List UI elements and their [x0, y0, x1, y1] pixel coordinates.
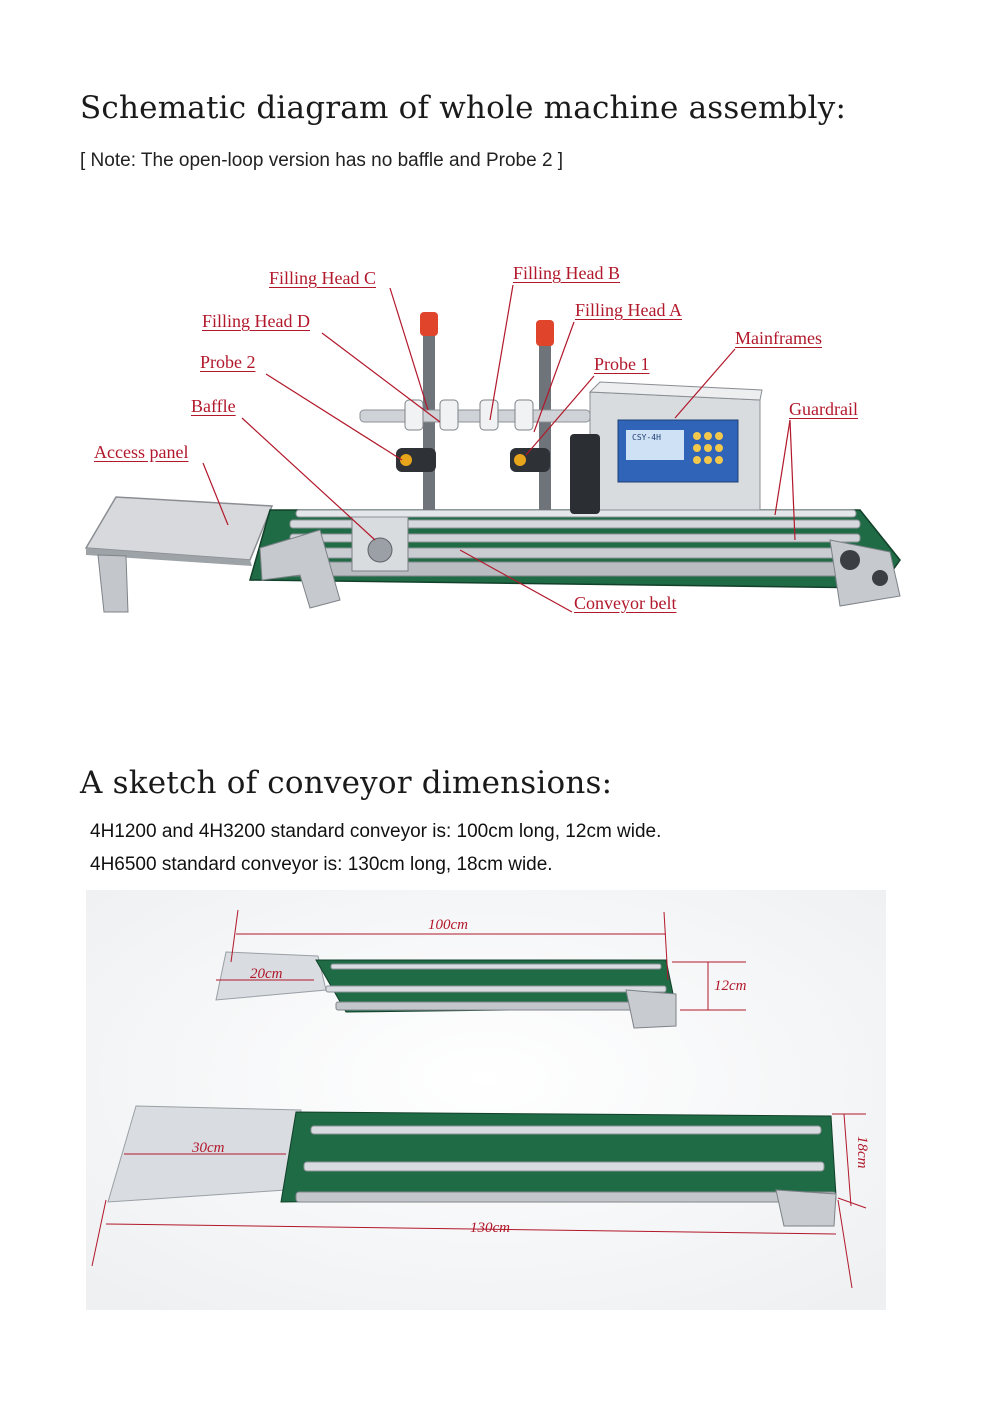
- label-guardrail: Guardrail: [789, 399, 858, 419]
- label-probe-1: Probe 1: [594, 354, 650, 374]
- label-filling-head-d: Filling Head D: [202, 311, 310, 331]
- small-width-label: 12cm: [714, 978, 747, 994]
- filling-head-posts: [359, 312, 591, 510]
- label-filling-head-a: Filling Head A: [575, 300, 682, 320]
- small-length-label: 100cm: [428, 917, 468, 933]
- large-width-label: 18cm: [854, 1136, 870, 1169]
- large-length-label: 130cm: [470, 1220, 510, 1236]
- label-mainframes: Mainframes: [735, 328, 822, 348]
- open-loop-note: [ Note: The open-loop version has no baf…: [80, 150, 564, 171]
- conveyor-body: [249, 509, 901, 609]
- label-filling-head-c: Filling Head C: [269, 268, 376, 288]
- machine-illustration: CSY-4H: [84, 284, 901, 613]
- baffle: [351, 514, 409, 572]
- mainframe-box: CSY-4H: [570, 381, 763, 514]
- label-conveyor-belt: Conveyor belt: [574, 593, 677, 613]
- large-conveyor: [107, 1105, 837, 1227]
- label-probe-2: Probe 2: [200, 352, 256, 372]
- label-filling-head-b: Filling Head B: [513, 263, 620, 283]
- assembly-heading: Schematic diagram of whole machine assem…: [80, 90, 847, 126]
- small-panel-label: 20cm: [250, 966, 283, 982]
- leader-lines: [202, 284, 796, 613]
- large-panel-label: 30cm: [191, 1140, 225, 1156]
- panel-screen-text: CSY-4H: [632, 433, 661, 442]
- conveyor-dimensions-sketch: 100cm 12cm 20cm 30cm 130cm 18cm: [86, 890, 886, 1310]
- dimension-lines: [91, 909, 867, 1289]
- label-baffle: Baffle: [191, 396, 236, 416]
- spec-line-large: 4H6500 standard conveyor is: 130cm long,…: [90, 854, 553, 875]
- label-access-panel: Access panel: [94, 442, 189, 462]
- spec-line-small: 4H1200 and 4H3200 standard conveyor is: …: [90, 821, 662, 842]
- small-conveyor: [215, 951, 677, 1029]
- access-panel-tray: [84, 496, 274, 613]
- dimensions-heading: A sketch of conveyor dimensions:: [80, 765, 613, 801]
